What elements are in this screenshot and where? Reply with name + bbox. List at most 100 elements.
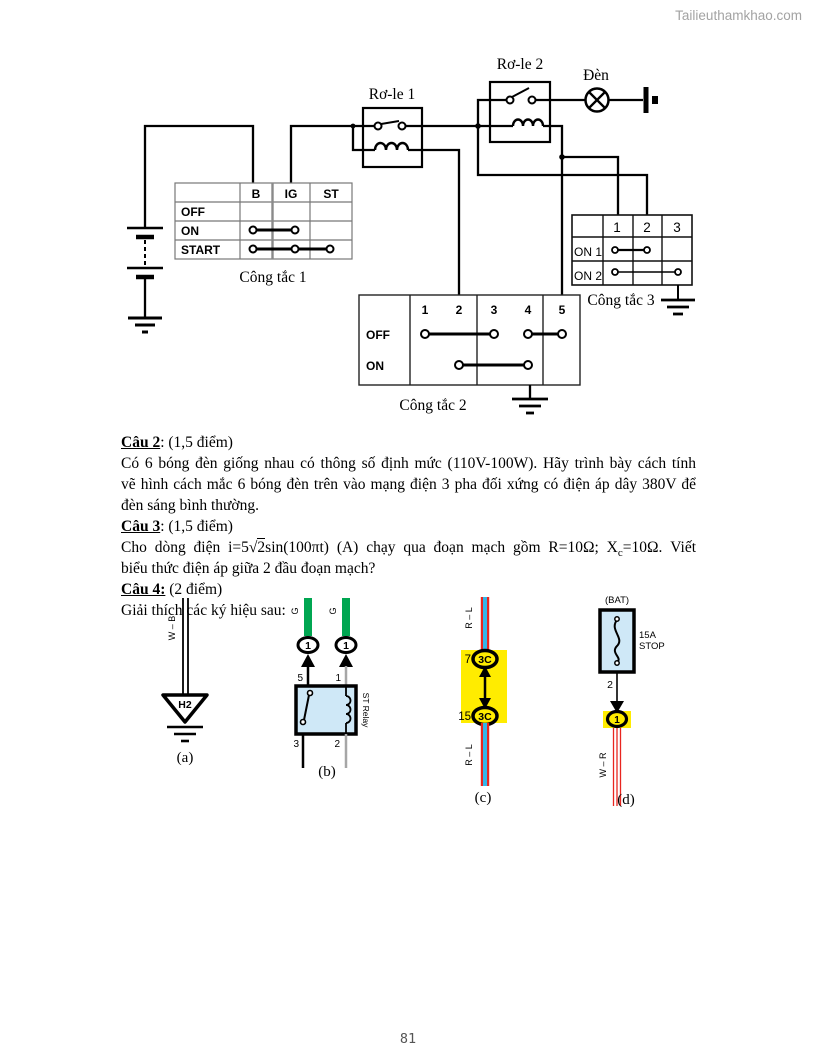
symbol-b-terminal-1: 1 (335, 673, 341, 684)
switch1-table: B IG ST OFF ON START Công tắc 1 (174, 182, 353, 286)
switch1-row-off: OFF (181, 205, 205, 219)
symbol-b: G G 1 1 5 1 ST Relay (290, 598, 371, 780)
relay2: Rơ-le 2 (488, 56, 552, 144)
q2-body-line3: đèn sáng bình thường. (121, 497, 260, 514)
page-number: 81 (399, 1031, 417, 1047)
symbol-b-connector-right (334, 636, 358, 654)
symbol-b-pin-right: 1 (343, 640, 349, 652)
lamp-label: Đèn (583, 67, 609, 84)
wire-junction-dots (350, 123, 565, 160)
q2-heading-line: Câu 2: (1,5 điểm) (121, 432, 696, 453)
switch3-caption: Công tắc 3 (587, 292, 654, 309)
switch3-col-2: 2 (643, 220, 651, 235)
symbol-d-connector (605, 709, 629, 729)
switch3-table: 1 2 3 ON 1 ON 2 Công tắc 3 (571, 214, 695, 316)
symbol-d-striped-wire (612, 728, 622, 806)
watermark: Tailieuthamkhao.com (675, 8, 802, 23)
q3-text-mid: sin(100πt) (A) chạy qua đoạn mạch gồm R=… (265, 539, 618, 556)
q4-heading: Câu 4: (121, 581, 166, 598)
battery-ground-icon (128, 316, 162, 334)
switch3-contacts (611, 246, 682, 276)
switch2-col-1: 1 (422, 303, 429, 317)
symbol-b-green-wire-right (342, 598, 350, 636)
q3-text-post: =10Ω. Viết (622, 539, 696, 556)
symbol-a-caption: (a) (177, 750, 194, 766)
switch1-caption: Công tắc 1 (239, 269, 306, 286)
symbol-d-pin: 1 (614, 715, 620, 726)
symbol-b-green-wire-left (304, 598, 312, 636)
q2-heading: Câu 2 (121, 434, 161, 451)
switch1-row-on: ON (181, 224, 199, 238)
ignition-circuit-diagram: Rơ-le 1 Rơ-le 2 Đèn (127, 56, 695, 415)
relay1: Rơ-le 1 (361, 86, 424, 169)
switch2-table: 1 2 3 4 5 OFF ON Công tắc 2 (358, 294, 581, 415)
symbol-b-terminal-5: 5 (297, 673, 303, 684)
symbol-a: W – B H2 (a) (161, 598, 209, 766)
symbol-c-wire-label-bottom: R – L (464, 744, 474, 766)
q4-meta: (2 điểm) (165, 581, 223, 598)
symbol-b-terminal-2: 2 (334, 739, 340, 750)
symbol-d-fuse-rating: 15A (639, 630, 657, 641)
symbol-d-terminal-2: 2 (607, 679, 613, 691)
q4-intro: Giải thích các ký hiệu sau: (121, 602, 286, 619)
symbol-d-caption: (d) (617, 792, 635, 808)
q3-heading-line: Câu 3: (1,5 điểm) (121, 516, 696, 537)
radicand: 2 (257, 538, 266, 556)
switch1-contacts (248, 225, 335, 254)
symbol-d-fuse-element (613, 616, 621, 666)
switch2-col-4: 4 (525, 303, 532, 317)
symbol-d-arrow-down (610, 701, 624, 713)
questions-block: Câu 2: (1,5 điểm) Có 6 bóng đèn giống nh… (121, 432, 696, 621)
symbol-c: R – L 3C 3C 7 15 R – L (c) (458, 597, 507, 806)
lamp-ground-icon (643, 87, 658, 113)
q3-body-line2: biểu thức điện áp giữa 2 đầu đoạn mạch? (121, 560, 376, 577)
symbol-b-arrow-right (339, 654, 353, 667)
symbol-d: (BAT) 15A STOP 2 1 W – R (d) (598, 595, 665, 808)
symbol-b-connector-left (296, 636, 320, 654)
symbol-c-striped-wire-top (480, 597, 490, 650)
q4-heading-line: Câu 4: (2 điểm) (121, 579, 696, 600)
switch3-col-3: 3 (673, 220, 681, 235)
symbol-c-caption: (c) (475, 790, 492, 806)
switch3-ground-icon (661, 285, 695, 316)
q2-body-line2: vẽ hình cách mắc 6 bóng đèn trên vào mạn… (121, 476, 696, 493)
symbol-c-arrow-up (479, 666, 491, 677)
switch3-col-1: 1 (613, 220, 621, 235)
switch1-col-b: B (252, 187, 261, 201)
q3-body-line1: Cho dòng điện i=5√2sin(100πt) (A) chạy q… (121, 537, 696, 559)
q2-body-line1: Có 6 bóng đèn giống nhau có thông số địn… (121, 455, 696, 472)
symbol-b-coil (345, 686, 352, 734)
battery (127, 226, 163, 318)
symbol-b-switch (299, 689, 314, 726)
switch2-col-3: 3 (491, 303, 498, 317)
switch2-row-on: ON (366, 359, 384, 373)
radical-sign: √ (248, 539, 258, 556)
switch2-ground-icon (512, 385, 548, 415)
q2-meta: : (1,5 điểm) (160, 434, 233, 451)
lamp: Đèn (583, 67, 610, 113)
switch3-row-on2: ON 2 (574, 269, 602, 283)
symbol-b-caption: (b) (318, 764, 336, 780)
relay2-label: Rơ-le 2 (497, 56, 544, 73)
switch2-col-5: 5 (559, 303, 566, 317)
switch2-row-off: OFF (366, 328, 390, 342)
q3-meta: : (1,5 điểm) (160, 518, 233, 535)
symbol-b-terminal-3: 3 (293, 739, 299, 750)
relay1-label: Rơ-le 1 (369, 86, 416, 103)
symbol-c-striped-wire-bottom (480, 723, 490, 786)
relay1-coil (373, 141, 410, 151)
symbol-a-part-label: H2 (178, 699, 192, 711)
symbol-d-bat-label: (BAT) (605, 595, 629, 606)
switch2-col-2: 2 (456, 303, 463, 317)
wiring-symbols: W – B H2 (a) G G 1 1 5 1 (161, 595, 665, 808)
symbol-c-arrow-down (479, 698, 491, 709)
symbol-c-terminal-7: 7 (465, 654, 471, 666)
symbol-a-ground-icon (167, 725, 203, 743)
q3-heading: Câu 3 (121, 518, 161, 535)
switch2-contacts (420, 329, 567, 370)
symbol-d-wire-label: W – R (598, 752, 608, 778)
switch1-col-ig: IG (285, 187, 298, 201)
symbol-b-pin-left: 1 (305, 640, 311, 652)
symbol-c-terminal-15: 15 (458, 711, 471, 723)
